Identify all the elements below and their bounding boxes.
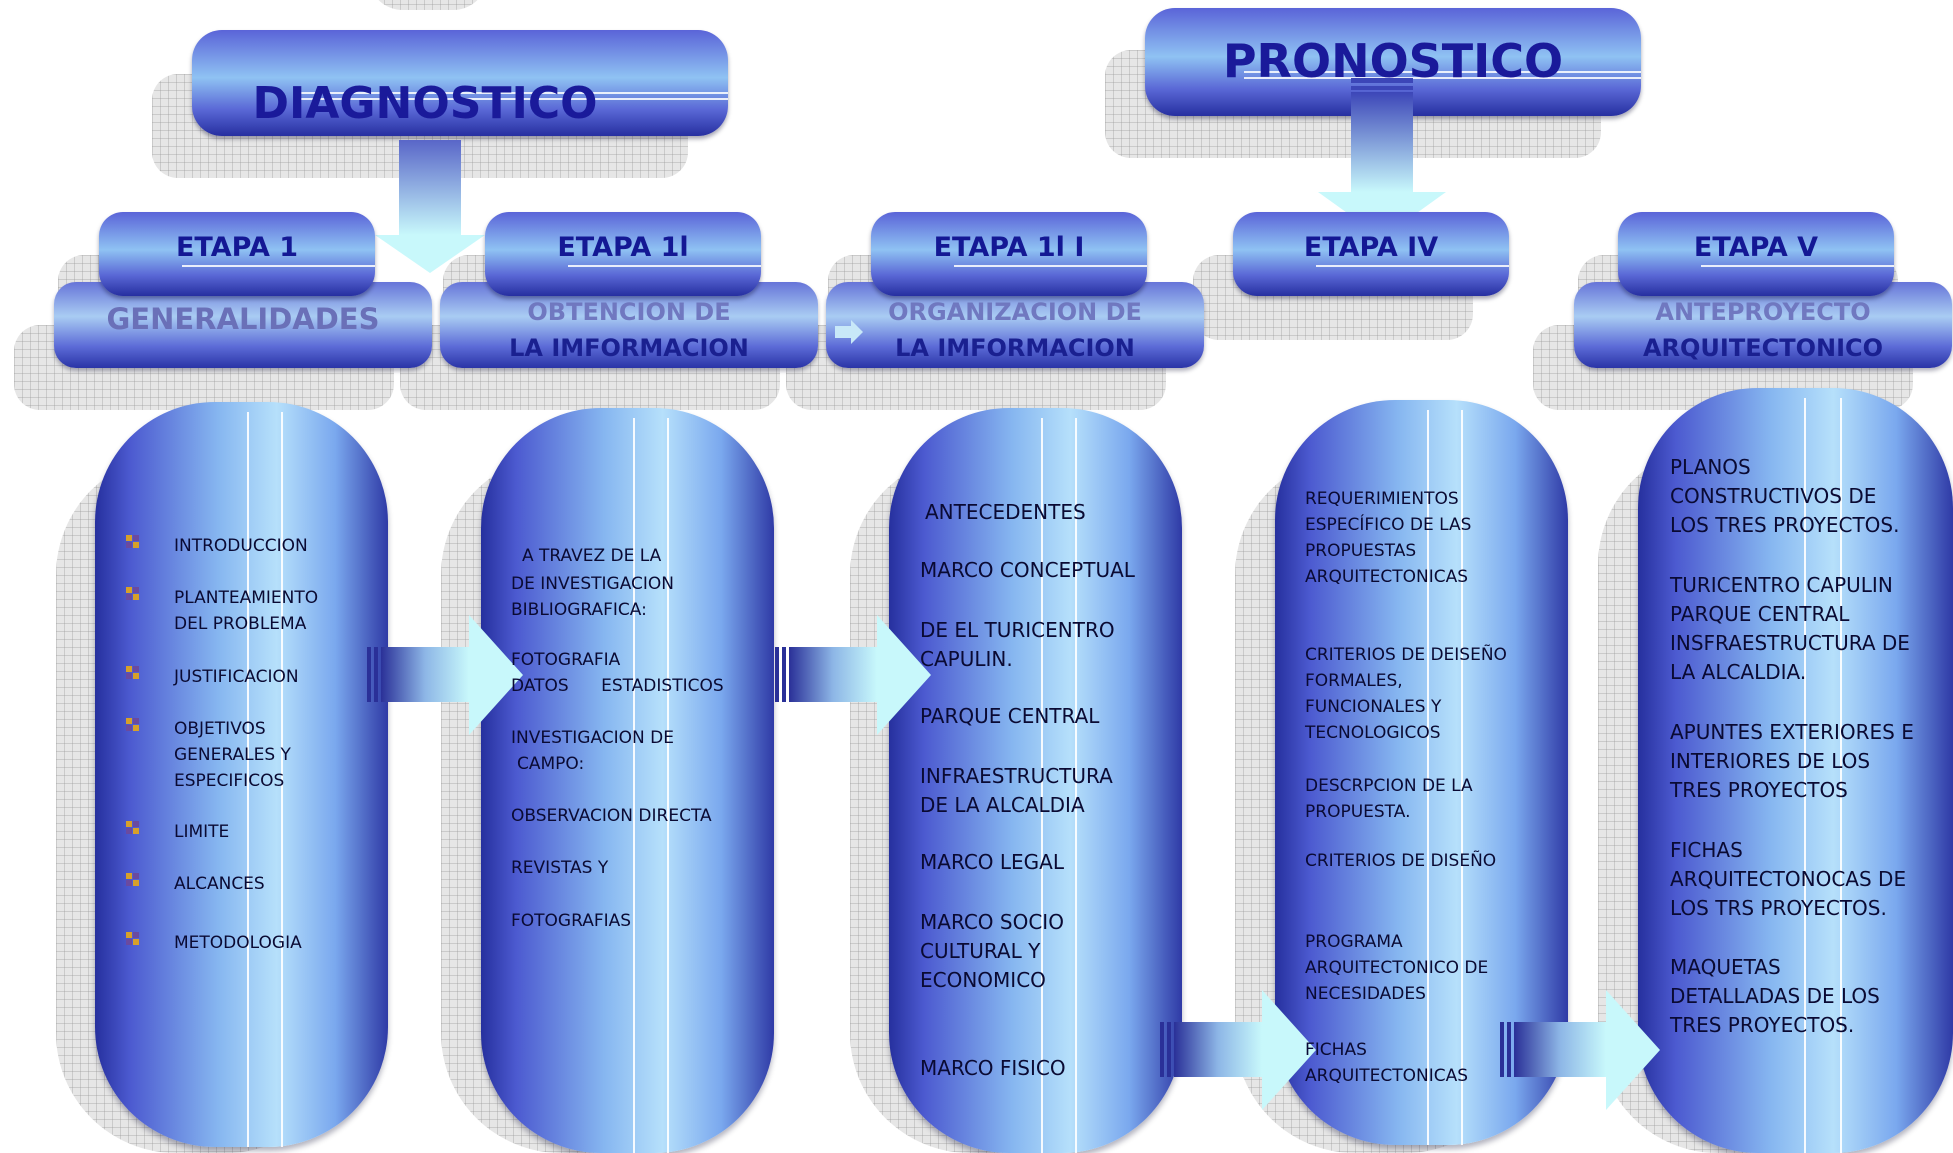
col4-text-1: REQUERIMIENTOS ESPECÍFICO DE LAS PROPUES… bbox=[1305, 489, 1472, 587]
bullet-icon bbox=[126, 666, 140, 680]
etapa-3-subtitle-line2: LA IMFORMACION bbox=[895, 334, 1135, 362]
etapa-5-subtitle-line1: ANTEPROYECTO bbox=[1655, 298, 1871, 326]
col2-text-4: DATOS ESTADISTICOS bbox=[511, 676, 724, 696]
col1-list-item: LIMITE bbox=[174, 822, 230, 842]
col2-text-2: DE INVESTIGACION BIBLIOGRAFICA: bbox=[511, 574, 675, 620]
bullet-icon bbox=[126, 932, 140, 946]
right-arrow-4 bbox=[1500, 990, 1660, 1110]
etapa-2-subtitle-line2: LA IMFORMACION bbox=[509, 334, 749, 362]
diagnostico-title: DIAGNOSTICO bbox=[252, 78, 598, 129]
col1-list-item: ALCANCES bbox=[174, 874, 265, 894]
col3-text-4: PARQUE CENTRAL bbox=[920, 704, 1100, 728]
etapa-3-title: ETAPA 1l I bbox=[933, 232, 1085, 263]
col3-text-8: MARCO FISICO bbox=[920, 1056, 1066, 1080]
etapa-3-subtitle-box: ORGANIZACION DE LA IMFORMACION bbox=[826, 282, 1204, 368]
column-4 bbox=[1275, 400, 1568, 1145]
bullet-icon bbox=[126, 873, 140, 887]
col1-list-item: JUSTIFICACION bbox=[174, 667, 299, 687]
etapa-2-subtitle-line1: OBTENCION DE bbox=[527, 298, 731, 326]
right-arrow-3 bbox=[1160, 990, 1316, 1110]
etapa-1-subtitle-box: GENERALIDADES bbox=[54, 282, 432, 368]
column-1 bbox=[95, 402, 388, 1147]
column-2 bbox=[481, 408, 774, 1153]
col2-text-7: OBSERVACION DIRECTA bbox=[511, 806, 712, 826]
col3-text-5: INFRAESTRUCTURA DE LA ALCALDIA bbox=[920, 764, 1113, 817]
col2-text-5: INVESTIGACION DE bbox=[511, 728, 675, 748]
etapa-1-subtitle: GENERALIDADES bbox=[106, 302, 380, 336]
etapa-5-subtitle-line2: ARQUITECTONICO bbox=[1642, 334, 1884, 362]
col2-text-9: FOTOGRAFIAS bbox=[511, 911, 632, 931]
col3-text-7: MARCO SOCIO CULTURAL Y ECONOMICO bbox=[920, 910, 1064, 992]
diagnostico-header: DIAGNOSTICO bbox=[192, 30, 728, 136]
etapa-5-box: ETAPA V bbox=[1618, 212, 1894, 296]
etapa-1-box: ETAPA 1 bbox=[99, 212, 375, 296]
right-arrow-2 bbox=[775, 615, 931, 735]
diagnostico-down-arrow bbox=[375, 140, 485, 273]
col4-text-4: CRITERIOS DE DISEÑO bbox=[1305, 851, 1497, 871]
etapa-5-subtitle-box: ANTEPROYECTO ARQUITECTONICO bbox=[1574, 282, 1952, 368]
etapa-4-title: ETAPA IV bbox=[1303, 232, 1439, 263]
bullet-icon bbox=[126, 535, 140, 549]
col3-text-1: ANTECEDENTES bbox=[925, 500, 1086, 524]
col5-text-1: PLANOS CONSTRUCTIVOS DE LOS TRES PROYECT… bbox=[1670, 455, 1900, 537]
col5-text-3: APUNTES EXTERIORES E INTERIORES DE LOS T… bbox=[1670, 720, 1914, 802]
etapa-1-title: ETAPA 1 bbox=[175, 232, 299, 263]
col5-text-5: MAQUETAS DETALLADAS DE LOS TRES PROYECTO… bbox=[1670, 955, 1880, 1037]
column-5 bbox=[1638, 388, 1953, 1153]
column-3 bbox=[889, 408, 1182, 1153]
col1-list-item: METODOLOGIA bbox=[174, 933, 302, 953]
col2-text-8: REVISTAS Y bbox=[511, 858, 609, 878]
top-decorative-circle bbox=[368, 0, 488, 10]
col3-text-6: MARCO LEGAL bbox=[920, 850, 1065, 874]
right-arrow-1 bbox=[367, 615, 523, 735]
col4-text-5: PROGRAMA ARQUITECTONICO DE NECESIDADES bbox=[1305, 932, 1489, 1004]
etapa-3-subtitle-line1: ORGANIZACION DE bbox=[888, 298, 1142, 326]
col4-text-6: FICHAS ARQUITECTONICAS bbox=[1305, 1040, 1469, 1086]
col5-text-2: TURICENTRO CAPULIN PARQUE CENTRAL INSFRA… bbox=[1670, 573, 1910, 684]
col2-text-3: FOTOGRAFIA bbox=[511, 650, 621, 670]
col3-text-3: DE EL TURICENTRO CAPULIN. bbox=[920, 618, 1115, 671]
etapa-2-title: ETAPA 1l bbox=[557, 232, 689, 263]
etapa-5-title: ETAPA V bbox=[1693, 232, 1819, 263]
col3-text-2: MARCO CONCEPTUAL bbox=[920, 558, 1135, 582]
col4-text-3: DESCRPCION DE LA PROPUESTA. bbox=[1305, 776, 1473, 822]
col5-text-4: FICHAS ARQUITECTONOCAS DE LOS TRS PROYEC… bbox=[1670, 838, 1907, 920]
col4-text-2: CRITERIOS DE DEISEÑO FORMALES, FUNCIONAL… bbox=[1305, 645, 1507, 743]
small-right-arrow bbox=[835, 320, 863, 344]
bullet-icon bbox=[126, 587, 140, 601]
bullet-icon bbox=[126, 718, 140, 732]
bullet-icon bbox=[126, 821, 140, 835]
etapa-3-box: ETAPA 1l I bbox=[871, 212, 1147, 296]
etapa-2-subtitle-box: OBTENCION DE LA IMFORMACION bbox=[440, 282, 818, 368]
col2-text-1: A TRAVEZ DE LA bbox=[522, 546, 662, 566]
col2-text-6: CAMPO: bbox=[517, 754, 585, 774]
col1-list-item: OBJETIVOS GENERALES Y ESPECIFICOS bbox=[174, 719, 291, 791]
etapa-2-box: ETAPA 1l bbox=[485, 212, 761, 296]
col1-list-item: INTRODUCCION bbox=[174, 536, 308, 556]
col1-list-item: PLANTEAMIENTO DEL PROBLEMA bbox=[174, 588, 319, 634]
etapa-4-box: ETAPA IV bbox=[1233, 212, 1509, 296]
